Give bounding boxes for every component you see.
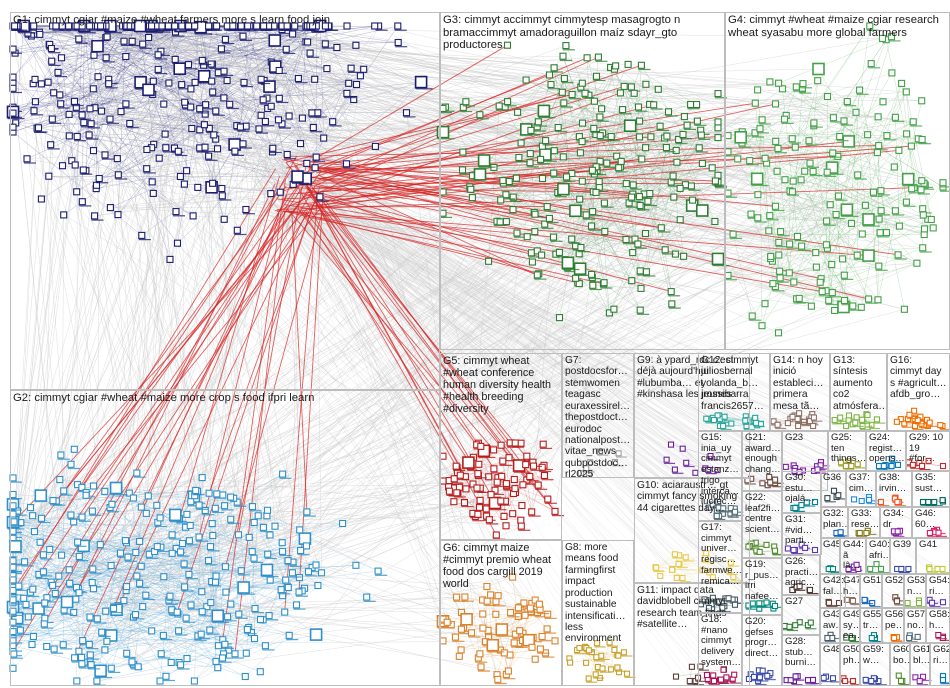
network-graph-canvas: G1: cimmyt cgiar #maize #wheat farmers m…: [0, 0, 950, 688]
